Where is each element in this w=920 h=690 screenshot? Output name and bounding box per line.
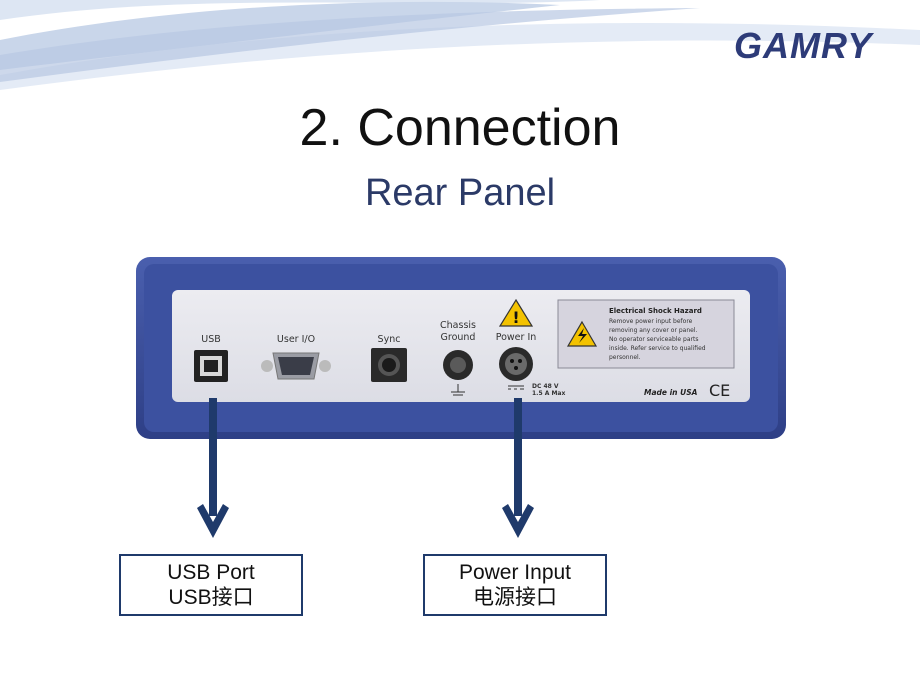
power-input-callout: Power Input 电源接口 xyxy=(423,554,607,616)
sync-port-label: Sync xyxy=(378,334,401,345)
power-rating-line1: DC 48 V xyxy=(532,383,559,390)
userio-port-label: User I/O xyxy=(277,334,315,345)
shock-hazard-line: Remove power input before xyxy=(609,318,693,325)
chassis-ground-label-line2: Ground xyxy=(441,332,476,343)
usb-port-callout: USB Port USB接口 xyxy=(119,554,303,616)
shock-hazard-label xyxy=(557,299,735,369)
usb-callout-line2: USB接口 xyxy=(168,586,254,609)
chassis-ground-label-line1: Chassis xyxy=(440,320,476,331)
shock-hazard-line: personnel. xyxy=(609,354,641,361)
device-rear-panel: USB User I/O Sync Chassis Ground ! Power… xyxy=(136,257,786,439)
shock-warning-icon xyxy=(566,320,598,347)
slide-title: 2. Connection xyxy=(299,99,621,157)
dc-symbol-icon xyxy=(508,385,524,390)
power-in-label: Power In xyxy=(496,332,537,343)
power-warning-triangle-icon: ! xyxy=(498,298,534,327)
usb-arrow-icon xyxy=(197,398,229,538)
shock-hazard-title: Electrical Shock Hazard xyxy=(609,307,702,315)
usb-port-label: USB xyxy=(201,334,221,345)
shock-hazard-line: No operator serviceable parts xyxy=(609,336,698,343)
shock-hazard-line: removing any cover or panel. xyxy=(609,327,697,334)
userio-port xyxy=(261,352,331,380)
ground-symbol-icon xyxy=(451,384,465,396)
gamry-logo: GAMRY xyxy=(734,25,874,66)
slide-subtitle: Rear Panel xyxy=(364,172,556,214)
usb-callout-line1: USB Port xyxy=(167,561,255,584)
logo-text: GAMRY xyxy=(734,25,874,66)
shock-hazard-line: inside. Refer service to qualified xyxy=(609,345,706,352)
power-arrow-icon xyxy=(502,398,534,538)
svg-text:!: ! xyxy=(512,308,519,327)
power-callout-line1: Power Input xyxy=(458,561,572,584)
ce-mark: CE xyxy=(709,381,730,400)
header-swoosh xyxy=(0,0,920,91)
power-rating-line2: 1.5 A Max xyxy=(532,390,565,397)
power-callout-line2: 电源接口 xyxy=(473,586,557,609)
made-in-usa: Made in USA xyxy=(644,388,698,397)
